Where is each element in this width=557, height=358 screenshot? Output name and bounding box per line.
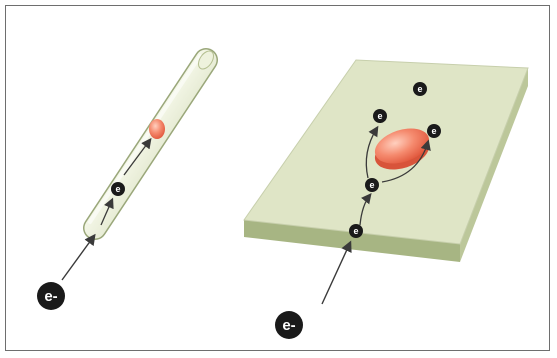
electron-label: e- xyxy=(282,317,295,334)
channel-tube xyxy=(90,48,217,228)
electron-label: e xyxy=(417,84,422,94)
electron-label: e xyxy=(377,111,382,121)
electron-small: e xyxy=(111,182,125,196)
narrow-channel-panel xyxy=(62,48,217,280)
electron-small: e xyxy=(349,224,363,238)
electron-large: e- xyxy=(275,311,303,339)
electron-small: e xyxy=(413,82,427,96)
entry-arrow xyxy=(62,236,94,280)
wide-slab-panel xyxy=(244,60,528,304)
electron-label: e xyxy=(353,226,358,236)
electron-small: e xyxy=(365,178,379,192)
electron-large: e- xyxy=(37,282,65,310)
electron-small: e xyxy=(373,109,387,123)
electron-label: e xyxy=(115,184,120,194)
electron-small: e xyxy=(427,124,441,138)
defect-spot xyxy=(149,119,165,139)
electron-label: e xyxy=(431,126,436,136)
electron-label: e- xyxy=(44,288,57,305)
electron-label: e xyxy=(369,180,374,190)
entry-arrow xyxy=(322,243,350,304)
